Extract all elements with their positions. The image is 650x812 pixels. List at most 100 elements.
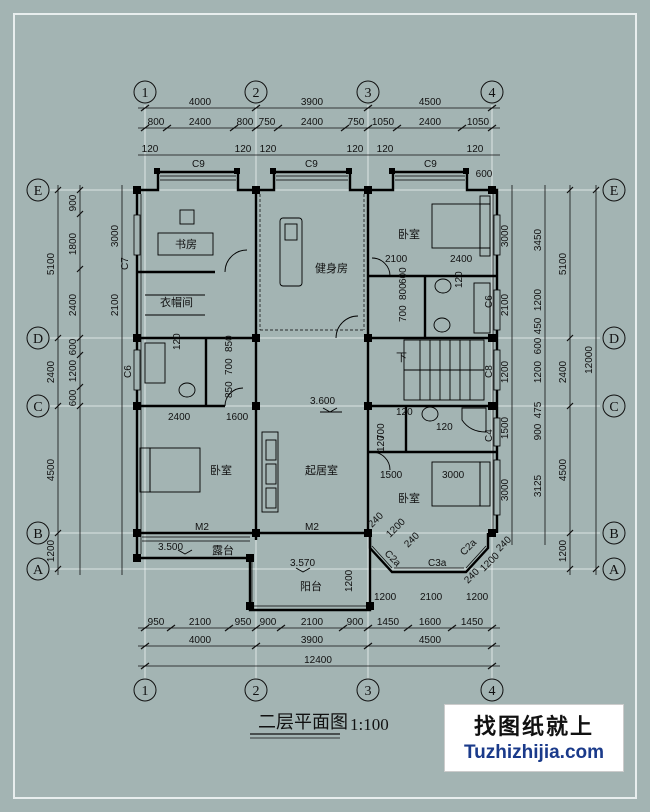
dim-top-detail: 750 [348,117,365,128]
tag-c4: C4 [484,429,495,442]
dim-right-inner: 1500 [500,416,511,439]
dim-bottom-detail: 900 [260,617,277,628]
dim-int: 700 [398,305,409,322]
dim-int: 800 [398,283,409,300]
dim-bottom-detail: 900 [347,617,364,628]
bathtub-ne [473,282,491,334]
dim-top-detail: 800 [237,117,254,128]
watermark-line2: Tuzhizhijia.com [463,742,605,763]
level-terrace: 3.500 [158,542,183,553]
axis-grid [50,105,600,680]
dim-right-outer: 1200 [558,539,569,562]
dim-int: 120 [454,271,465,288]
dim-top-detail: 750 [259,117,276,128]
structural-columns [133,168,496,610]
toilet-ne [434,278,452,294]
dim-right-outer: 4500 [558,458,569,481]
dim-top-pier: 120 [467,144,484,155]
dim-int: 1600 [226,412,249,423]
dim-bottom-detail: 1450 [461,617,484,628]
plan-title: 二层平面图 [258,712,348,733]
room-closet: 衣帽间 [160,295,193,309]
dim-int: 1500 [380,470,403,481]
dim-right-inner: 3000 [500,224,511,247]
sofa [261,431,279,513]
tag-c2a: C2a [382,548,403,569]
dim-int: 2400 [168,412,191,423]
tag-c7: C7 [120,257,131,270]
basin-ne [433,317,451,333]
axis-row-d-right: D [609,332,619,347]
room-balcony: 阳台 [300,579,322,593]
axis-col-4: 4 [489,86,496,101]
dim-right-outer: 5100 [558,252,569,275]
dim-right-mid: 3450 [533,228,544,251]
tag-m2b: M2 [305,522,319,533]
dim-int: 120 [172,333,183,350]
dim-left-inner: 1200 [68,359,79,382]
tag-c9-1: C9 [192,159,205,170]
room-bedroom-ne: 卧室 [398,227,420,241]
dim-bottom-total: 12400 [304,655,332,666]
tag-c8: C8 [484,365,495,378]
wall-inner-lines [140,175,494,607]
dim-int: 240 [494,534,514,554]
watermark-line1: 找图纸就上 [473,715,594,740]
axis-row-c-right: C [609,400,618,415]
dim-int: 120 [396,407,413,418]
axis-row-c: C [33,400,42,415]
dim-top-detail: 2400 [189,117,212,128]
axis-col-2: 2 [253,86,260,101]
dim-left-inner: 900 [68,194,79,211]
dim-bottom-detail: 1600 [419,617,442,628]
bed-sw [149,447,201,493]
room-terrace: 露台 [212,543,234,557]
dim-bottom-detail: 950 [148,617,165,628]
bed-ne [431,203,481,249]
dim-int: 2400 [450,254,473,265]
level-hall: 3.600 [310,396,335,407]
watermark-box: 找图纸就上 Tuzhizhijia.com [444,704,624,772]
tag-m2a: M2 [195,522,209,533]
dim-int: 850 [224,381,235,398]
dim-int: 700 [224,358,235,375]
dim-top-detail: 2400 [419,117,442,128]
axis-row-b: B [33,527,42,542]
tag-c3a: C3a [428,558,447,569]
room-bedroom-se: 卧室 [398,491,420,505]
room-bedroom-sw: 卧室 [210,463,232,477]
dim-top-pier: 120 [347,144,364,155]
dim-int: 120 [376,435,387,452]
dimension-ticks [54,104,600,670]
axis-row-b-right: B [609,527,618,542]
study-desk [157,232,214,256]
bottom-dimensions: 950 2100 950 900 2100 900 1450 1600 1450… [148,617,484,666]
axis-row-e-right: E [610,184,619,199]
right-dimensions: 12000 5100 2400 4500 1200 3450 1200 450 … [500,224,595,562]
left-dimensions: 5100 2400 4500 1200 900 1800 2400 600 12… [46,194,121,562]
dim-top-detail: 800 [148,117,165,128]
drawing-title: 二层平面图 1:100 [250,712,389,739]
dim-right-mid: 450 [533,317,544,334]
dim-left-inner: 600 [68,389,79,406]
axis-row-e: E [34,184,43,199]
dim-top-overall-1: 4000 [189,97,212,108]
dim-int: 240 [366,510,386,530]
dim-top-detail: 1050 [372,117,395,128]
bed-se [431,461,481,507]
dim-left-wall: 3000 [110,224,121,247]
dim-int: 2100 [420,592,443,603]
dim-top-overall-2: 3900 [301,97,324,108]
tag-c2a-right: C2a [458,537,479,558]
dim-bottom-detail: 950 [235,617,252,628]
dim-right-mid: 1200 [533,288,544,311]
axis-bubbles [26,80,626,702]
dim-right-mid: 475 [533,401,544,418]
toilet-sw [178,382,196,398]
dim-right-inner: 2100 [500,293,511,316]
dim-top-pier: 120 [235,144,252,155]
dim-left-outer: 2400 [46,360,57,383]
dim-int: 120 [436,422,453,433]
